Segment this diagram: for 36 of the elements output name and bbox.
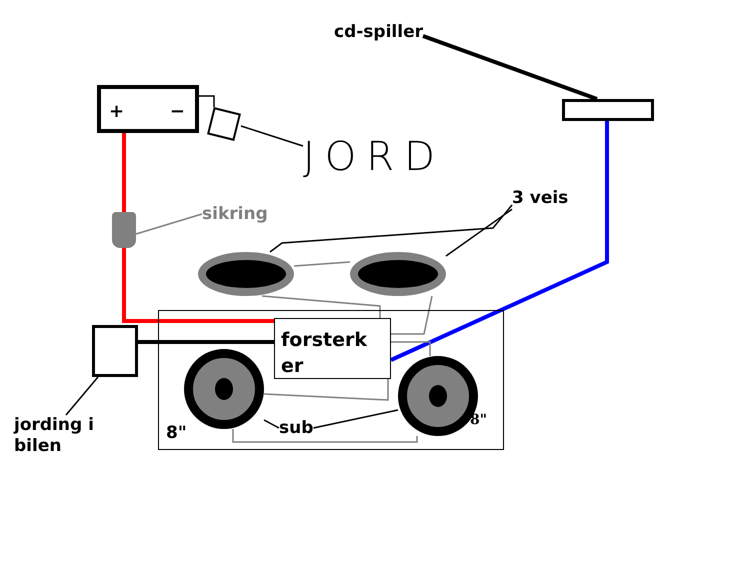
leader-line xyxy=(313,409,398,429)
subwoofer-box xyxy=(158,310,504,450)
wire xyxy=(264,379,389,401)
cd-player xyxy=(562,99,654,121)
wire xyxy=(199,95,215,108)
amplifier-label: forsterker xyxy=(281,328,368,379)
wire xyxy=(232,429,418,443)
ground-clamp xyxy=(207,107,241,141)
wire xyxy=(390,121,609,362)
plus-sign: + xyxy=(109,103,124,121)
leader-line xyxy=(264,419,280,429)
wire xyxy=(240,125,304,147)
wire xyxy=(122,133,126,212)
wire xyxy=(391,296,433,335)
wire xyxy=(391,341,431,356)
fuse xyxy=(112,212,136,248)
wire xyxy=(294,261,350,267)
ground-label: jording i bilen xyxy=(14,415,100,458)
size-label: 8" xyxy=(166,423,187,444)
wire xyxy=(262,295,381,318)
ground-text: JORD xyxy=(303,132,453,182)
leader-line xyxy=(422,34,598,101)
minus-sign: − xyxy=(170,103,185,121)
leader-line xyxy=(446,208,512,257)
cd-player-label: cd-spiller xyxy=(334,22,423,44)
speaker-label: 3 veis xyxy=(512,188,568,210)
ground-block xyxy=(92,325,138,377)
fuse-label: sikring xyxy=(202,204,268,226)
wire xyxy=(138,340,274,344)
leader-line xyxy=(270,204,513,253)
wire xyxy=(122,248,274,323)
subwoofer-label: sub xyxy=(279,418,314,440)
battery-box xyxy=(97,85,199,133)
leader-line xyxy=(136,213,202,235)
leader-line xyxy=(65,376,99,416)
amplifier-box xyxy=(274,318,391,379)
